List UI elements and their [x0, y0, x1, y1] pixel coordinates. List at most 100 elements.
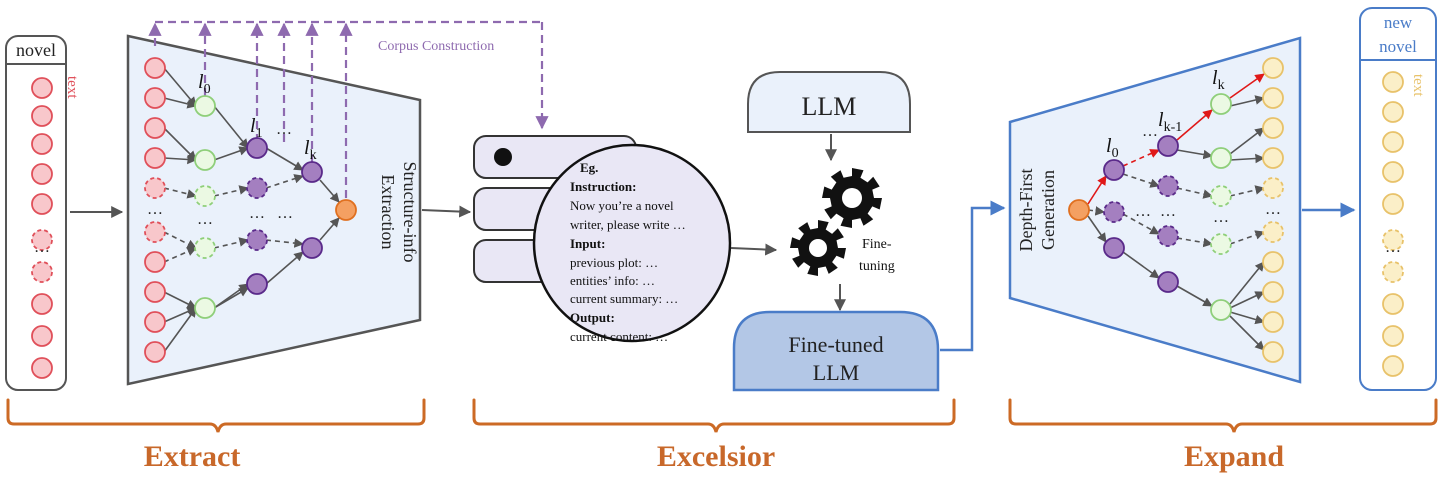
tree-node: [144, 57, 166, 79]
expand-label-line2: Generation: [1038, 170, 1058, 250]
ellipsis-mark: …: [1160, 203, 1176, 220]
tree-edge: [1122, 213, 1160, 235]
tree-node: [194, 149, 216, 171]
finetuned-line2: LLM: [813, 360, 859, 385]
tree-node: [1157, 175, 1179, 197]
llm-label: LLM: [802, 92, 857, 121]
corpus-construction-arrows: [148, 20, 549, 198]
tree-edge: [1229, 311, 1265, 325]
tree-node: [1382, 193, 1404, 215]
tree-edge: [1229, 95, 1265, 107]
expand-label-line1: Depth-First: [1016, 169, 1036, 252]
tree-node: [1382, 325, 1404, 347]
tree-edge: [1229, 261, 1265, 305]
tree-node: [1382, 101, 1404, 123]
ellipsis-mark: …: [277, 205, 293, 222]
tree-node: [1382, 261, 1404, 283]
ellipsis-mark: …: [1142, 123, 1158, 140]
tree-node: [1103, 201, 1125, 223]
tree-node: [1210, 93, 1232, 115]
tree-edge: [1229, 185, 1265, 197]
tree-edge: [213, 287, 249, 309]
tree-edge: [213, 105, 249, 149]
llm-box: [747, 71, 911, 133]
ellipsis-mark: …: [276, 121, 292, 138]
tree-edge: [1176, 237, 1213, 248]
tree-node: [1157, 271, 1179, 293]
ellipsis-mark: …: [1135, 203, 1151, 220]
extract-label-line2: Extraction: [378, 175, 398, 250]
tree-node: [1068, 199, 1090, 221]
tree-node: [1262, 117, 1284, 139]
tree-node: [1382, 293, 1404, 315]
tree-node: [1382, 355, 1404, 377]
stage-label-expand: Expand: [1184, 440, 1284, 473]
tree-node: [144, 311, 166, 333]
tree-edge: [1229, 315, 1265, 351]
tree-edge: [1176, 285, 1213, 307]
tree-node: [194, 185, 216, 207]
tree-node: [1210, 147, 1232, 169]
tree-node: [194, 237, 216, 259]
tree-edge: [265, 251, 304, 285]
instruction-label: Instruction:: [570, 179, 636, 194]
tree-node: [1262, 341, 1284, 363]
new-novel-text-nodes: …: [1382, 71, 1404, 377]
tree-node: [1103, 237, 1125, 259]
finetuned-to-expand-arrow: [940, 200, 1006, 352]
tree-edge: [1122, 173, 1160, 188]
tree-edge: [163, 187, 197, 199]
ellipsis-mark: …: [1265, 201, 1281, 218]
gear-icon-large: [822, 168, 882, 228]
input-line2: entities’ info: …: [570, 273, 655, 288]
tree-node: [31, 293, 53, 315]
tree-edge: [213, 146, 249, 161]
tree-edge: [1087, 206, 1105, 216]
corpus-to-finetune-arrow: [730, 243, 778, 256]
tree-node: [1262, 177, 1284, 199]
tree-edge: [1176, 187, 1213, 199]
tree-edge: [1229, 127, 1265, 155]
gear-hole: [842, 188, 862, 208]
tree-node: [144, 177, 166, 199]
tree-node: [301, 237, 323, 259]
ellipsis-mark: …: [34, 239, 50, 256]
instruction-line1: Now you’re a novel: [570, 198, 674, 213]
instruction-line2: writer, please write …: [570, 217, 686, 232]
tree-edge: [1229, 153, 1265, 164]
tree-node: [1210, 299, 1232, 321]
tree-node: [1210, 185, 1232, 207]
tree-node: [1262, 251, 1284, 273]
gear-hole: [809, 239, 827, 257]
tree-node: [1103, 159, 1125, 181]
tree-node: [1262, 221, 1284, 243]
finetuning-line1: Fine-: [862, 237, 892, 252]
tree-edge: [1176, 109, 1213, 141]
stage-braces: [6, 398, 1438, 433]
tree-node: [1157, 135, 1179, 157]
novel-box-title: novel: [16, 40, 56, 60]
tree-edge: [163, 231, 197, 249]
tree-node: [246, 229, 268, 251]
tree-node: [31, 193, 53, 215]
stage-label-extract: Extract: [144, 440, 241, 473]
tree-node: [31, 105, 53, 127]
tree-edge: [163, 247, 197, 263]
tree-node: [144, 341, 166, 363]
tree-edge: [265, 174, 304, 189]
tree-node: [144, 221, 166, 243]
tree-node: [1262, 147, 1284, 169]
extract-to-corpus-arrow: [421, 205, 472, 218]
tree-edge: [163, 97, 197, 109]
tree-edge: [213, 237, 249, 249]
tree-edge: [163, 307, 197, 353]
tree-edge: [265, 238, 304, 248]
tree-node: [1262, 281, 1284, 303]
tree-edge: [213, 185, 249, 197]
tree-node: [194, 95, 216, 117]
tree-edge: [1176, 149, 1213, 160]
finetuned-llm-box: [732, 310, 940, 392]
ellipsis-mark: …: [1213, 209, 1229, 226]
tree-edge: [163, 127, 197, 161]
